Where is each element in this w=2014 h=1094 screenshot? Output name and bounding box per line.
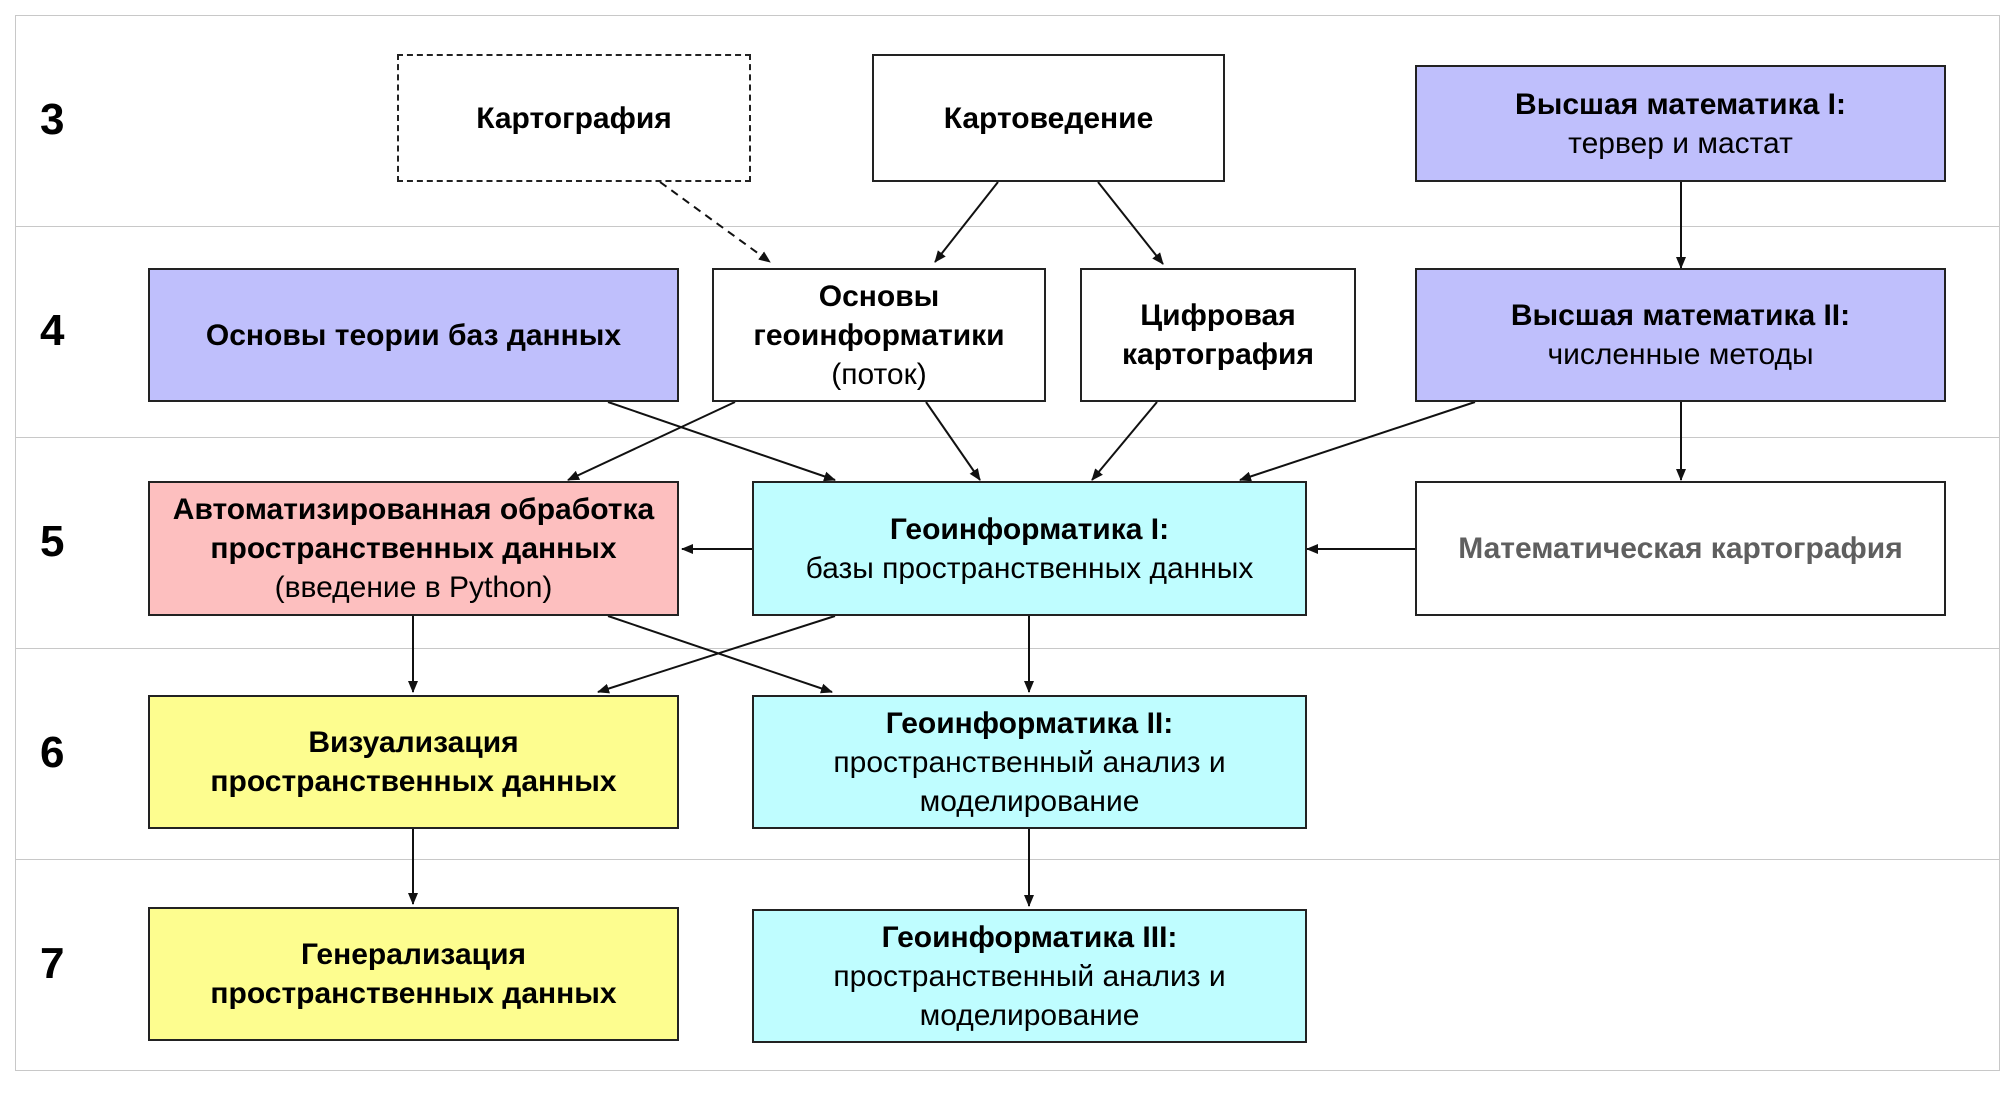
- box-title: Основы теории баз данных: [205, 318, 622, 352]
- row-label-4: 4: [40, 306, 65, 355]
- box-osnovy-geo: Основы геоинформатики (поток): [712, 268, 1046, 402]
- arrow-osnovygeo-avtomat: [567, 401, 736, 481]
- box-vysshmat2: Высшая математика II: численные методы: [1415, 268, 1946, 402]
- box-subtitle: пространственный анализ и моделирование: [833, 745, 1226, 818]
- arrow-kartovedenie-cifrovaya: [1097, 181, 1164, 265]
- box-title: Визуализация пространственных данных: [210, 726, 617, 798]
- row-label-7: 7: [40, 939, 65, 988]
- arrow-osnovygeo-geo1: [925, 401, 981, 481]
- box-geo1: Геоинформатика I: базы пространственных …: [752, 481, 1307, 616]
- box-subtitle: численные методы: [1547, 338, 1814, 371]
- box-title: Высшая математика II:: [1510, 299, 1851, 332]
- box-avtomat: Автоматизированная обработка пространств…: [148, 481, 679, 616]
- row-band-7: [15, 859, 2000, 1071]
- box-title: Картоведение: [943, 101, 1154, 135]
- box-title: Цифровая картография: [1122, 299, 1314, 371]
- arrow-cifrovaya-geo1: [1091, 401, 1158, 481]
- box-kartovedenie: Картоведение: [872, 54, 1225, 182]
- box-generaliz: Генерализация пространственных данных: [148, 907, 679, 1041]
- box-title: Геоинформатика I:: [889, 512, 1170, 546]
- box-title: Геоинформатика II:: [885, 706, 1174, 740]
- box-cifrovaya: Цифровая картография: [1080, 268, 1356, 402]
- box-title: Основы геоинформатики: [753, 279, 1005, 352]
- arrow-geo1-vizual: [597, 615, 836, 694]
- box-title: Геоинформатика III:: [881, 920, 1178, 954]
- arrow-vysshmat2-geo1: [1239, 401, 1476, 482]
- box-title: Автоматизированная обработка пространств…: [172, 493, 655, 565]
- box-kartografiya: Картография: [397, 54, 751, 182]
- row-label-6: 6: [40, 728, 65, 777]
- box-title: Высшая математика I:: [1515, 87, 1846, 121]
- box-vysshmat1: Высшая математика I: тервер и мастат: [1415, 65, 1946, 182]
- box-geo3: Геоинформатика III: пространственный ана…: [752, 909, 1307, 1043]
- box-subtitle: пространственный анализ и моделирование: [833, 959, 1226, 1032]
- box-subtitle: (введение в Python): [274, 571, 553, 604]
- box-title: Генерализация пространственных данных: [210, 938, 617, 1010]
- box-subtitle: базы пространственных данных: [805, 551, 1254, 585]
- arrow-kartografiya-osnovy-geo: [659, 181, 771, 263]
- row-label-5: 5: [40, 517, 65, 566]
- arrow-kartovedenie-osnovy-geo: [934, 181, 999, 263]
- arrow-osnovybd-geo1: [607, 401, 836, 482]
- row-label-3: 3: [40, 95, 65, 144]
- box-osnovy-bd: Основы теории баз данных: [148, 268, 679, 402]
- box-title: Математическая картография: [1458, 532, 1903, 565]
- box-title: Картография: [476, 101, 672, 135]
- box-vizual: Визуализация пространственных данных: [148, 695, 679, 829]
- box-subtitle: тервер и мастат: [1568, 126, 1793, 160]
- box-matkart: Математическая картография: [1415, 481, 1946, 616]
- arrow-avtomat-geo2: [607, 615, 833, 694]
- box-subtitle: (поток): [831, 357, 927, 391]
- box-text: Автоматизированная обработка пространств…: [170, 490, 657, 607]
- box-geo2: Геоинформатика II: пространственный анал…: [752, 695, 1307, 829]
